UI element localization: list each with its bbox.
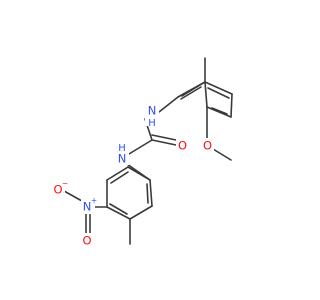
bond-ring-a-c2-c3 [204, 81, 208, 108]
bond-ring-b-c1-c2 [149, 179, 153, 207]
bond-ring-b-c6-c1 [127, 166, 151, 181]
atom-o-carbonyl: O [176, 138, 189, 153]
bond-ring-b-inner-3 [110, 171, 129, 184]
atom-symbol-o-carbonyl: O [178, 139, 187, 153]
atom-o-methoxy: O [201, 138, 214, 153]
bond-urea-c-o-1 [151, 139, 177, 146]
bond-methoxy-o-ch3 [212, 148, 232, 161]
bond-ring-b-c5-c6 [106, 166, 129, 181]
atom-o-nitro: O [81, 233, 94, 248]
bond-urea-c-o-2 [151, 134, 177, 141]
charge-minus: − [62, 179, 68, 188]
molecule-structure: N H N H O O N + O − O [52, 57, 233, 248]
bond-ring-a-inner-1 [180, 86, 202, 100]
label-background [176, 138, 189, 153]
atom-n-nitro: N + [81, 196, 97, 214]
bond-ring-a-c3-c4 [206, 106, 232, 118]
atom-symbol-n-nitro: N [83, 200, 92, 214]
bond-urea-c-n-lower [128, 139, 153, 155]
bond-ring-a-inner-2 [211, 107, 228, 115]
label-background [81, 233, 94, 248]
atom-n-upper: N H [145, 104, 159, 129]
bond-n-upper-ring [158, 96, 179, 113]
bond-ring-a-inner-3 [207, 87, 230, 99]
bond-nitro-n-o-minus [63, 190, 83, 202]
atom-symbol-o-nitro: O [82, 234, 91, 248]
atom-symbol-n-lower: N [118, 152, 127, 166]
atom-h-n-lower: H [118, 143, 126, 154]
bond-ring-a-c4-c5 [230, 93, 233, 118]
bond-layer [63, 57, 233, 245]
atom-symbol-o-methoxy: O [203, 139, 212, 153]
atom-label-layer: N H N H O O N + O − O [52, 104, 214, 248]
atom-o-nitro-minus: O − [52, 179, 68, 197]
bond-ring-b-inner-2 [109, 203, 128, 215]
label-background [81, 199, 95, 214]
atom-h-n-upper: H [148, 118, 156, 129]
atom-n-lower: N H [115, 143, 129, 166]
bond-ring-b-c2-c3 [129, 205, 153, 220]
label-background [115, 145, 129, 165]
atom-symbol-n-upper: N [148, 104, 157, 118]
atom-symbol-o-nitro-minus: O [53, 183, 62, 197]
label-background [145, 106, 159, 126]
bond-ring-a-c6-c1 [177, 81, 206, 98]
label-background [201, 138, 214, 153]
bond-ring-a-c5-c6 [204, 81, 233, 95]
label-background [52, 182, 65, 197]
charge-plus: + [91, 196, 97, 205]
bond-ring-b-c3-c4 [106, 206, 131, 220]
bond-ring-b-inner-1 [146, 183, 149, 204]
